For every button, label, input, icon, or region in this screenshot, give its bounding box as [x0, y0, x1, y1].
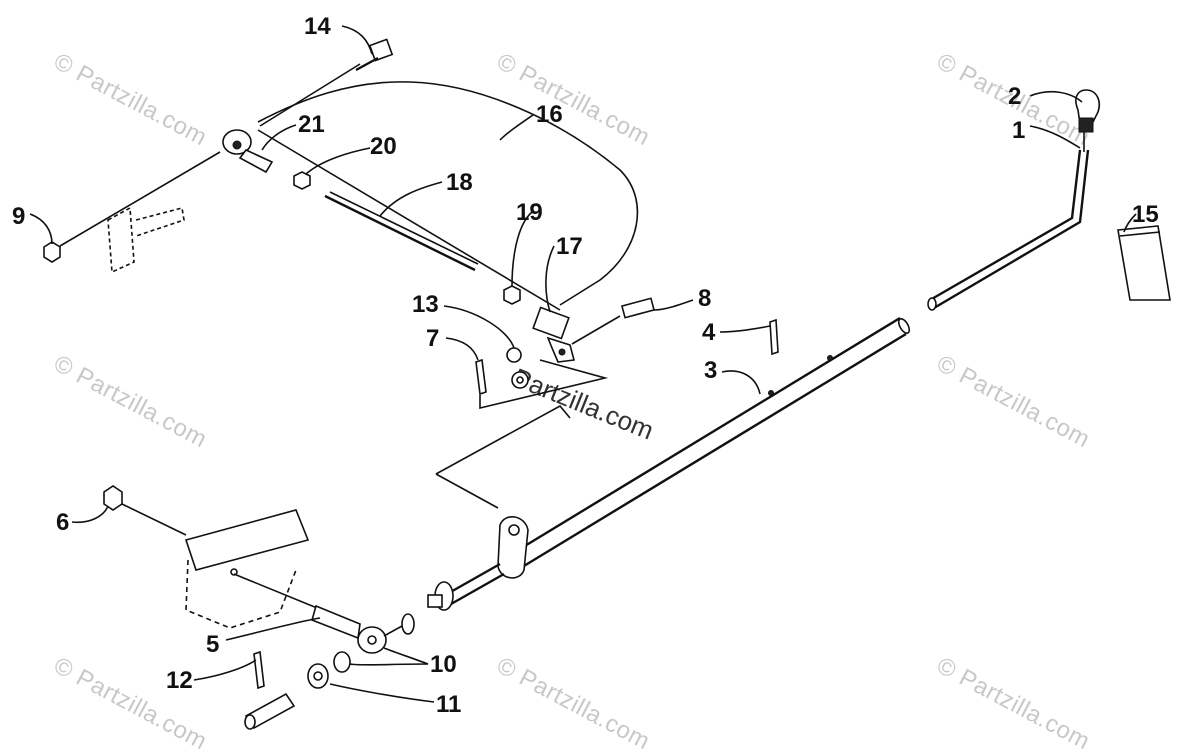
callout-13: 13	[412, 291, 439, 318]
callout-4: 4	[702, 319, 716, 346]
cable-part-16	[257, 81, 639, 306]
rod-end-part-5	[233, 573, 387, 654]
pin-part-4	[769, 318, 779, 356]
knob-part-2	[1075, 89, 1101, 152]
cotter-pin-part-12	[253, 650, 265, 690]
callout-17: 17	[556, 233, 583, 260]
callout-5: 5	[206, 631, 219, 658]
decal-part-15	[1117, 225, 1171, 301]
washer-part-13	[506, 347, 522, 363]
callout-6: 6	[56, 509, 69, 536]
clamp-part-17	[532, 306, 576, 363]
callout-20: 20	[370, 133, 397, 160]
callout-21: 21	[298, 111, 325, 138]
rod-part-18	[324, 191, 479, 272]
nut-part-6	[103, 485, 123, 511]
cotter-pin-part-7	[475, 358, 487, 396]
parts-diagram: © Partzilla.com © Partzilla.com © Partzi…	[12, 13, 1171, 755]
bracket-dashed	[107, 206, 185, 274]
shaft-part-3	[509, 316, 911, 574]
callout-12: 12	[166, 667, 193, 694]
shaft-arm-plate	[497, 516, 529, 579]
callout-16: 16	[536, 101, 563, 128]
diagram-drawing: 14 2 1 16 21 20 18 9 19 17 8 13 4 7 3 15…	[12, 13, 1171, 730]
callout-15: 15	[1132, 201, 1159, 228]
nut-part-19	[503, 285, 521, 305]
callout-19: 19	[516, 199, 543, 226]
frame-bracket	[184, 509, 310, 571]
callout-2: 2	[1008, 83, 1021, 110]
callout-11: 11	[436, 691, 461, 718]
bolt-part-14	[259, 38, 394, 127]
callout-1: 1	[1012, 117, 1025, 144]
callout-7: 7	[426, 325, 439, 352]
lever-part-1	[927, 149, 1090, 311]
nut-part-9	[43, 241, 61, 263]
callout-8: 8	[698, 285, 711, 312]
callout-labels: 14 2 1 16 21 20 18 9 19 17 8 13 4 7 3 15…	[12, 13, 1159, 718]
bolt-part-8	[571, 297, 656, 345]
callout-14: 14	[304, 13, 331, 40]
nut-part-20	[293, 171, 311, 190]
callout-3: 3	[704, 357, 717, 384]
callout-18: 18	[446, 169, 473, 196]
callout-10: 10	[430, 651, 457, 678]
washer-part-10	[401, 613, 415, 635]
callout-9: 9	[12, 203, 25, 230]
leader-lines	[29, 25, 1137, 703]
washer-part-11	[307, 663, 329, 689]
fitting-part-21	[222, 129, 274, 174]
